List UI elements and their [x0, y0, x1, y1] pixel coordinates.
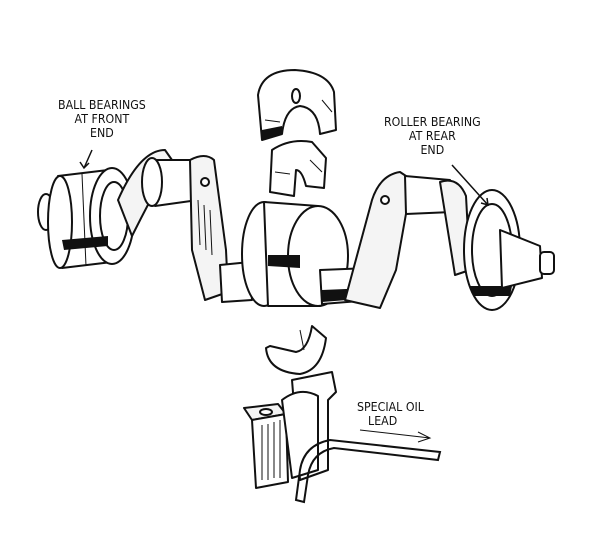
label-front-bearing: BALL BEARINGS AT FRONT END [58, 98, 146, 140]
label-rear-bearing: ROLLER BEARING AT REAR END [384, 115, 481, 157]
label-line: AT FRONT [74, 112, 130, 126]
rear-roller-bearing [463, 189, 555, 311]
upper-bearing-shell [269, 140, 327, 197]
lower-bearing-shell [265, 325, 327, 375]
rear-pointer-arrow [451, 164, 489, 207]
front-ball-bearing [37, 167, 135, 269]
label-line: LEAD [368, 414, 398, 428]
label-line: AT REAR [408, 129, 456, 143]
label-line: SPECIAL OIL [357, 400, 424, 414]
rear-crank-web [344, 171, 471, 309]
label-line: BALL BEARINGS [58, 98, 146, 112]
label-line: END [420, 143, 445, 157]
front-crank-web [117, 149, 229, 301]
label-line: ROLLER BEARING [384, 115, 481, 129]
upper-bearing-cap [257, 69, 337, 141]
front-pointer-arrow [79, 149, 93, 170]
bearing-block [243, 371, 337, 489]
oil-lead-pipe [294, 429, 442, 504]
label-oil-lead: SPECIAL OIL LEAD [357, 400, 424, 428]
label-line: END [90, 126, 114, 140]
